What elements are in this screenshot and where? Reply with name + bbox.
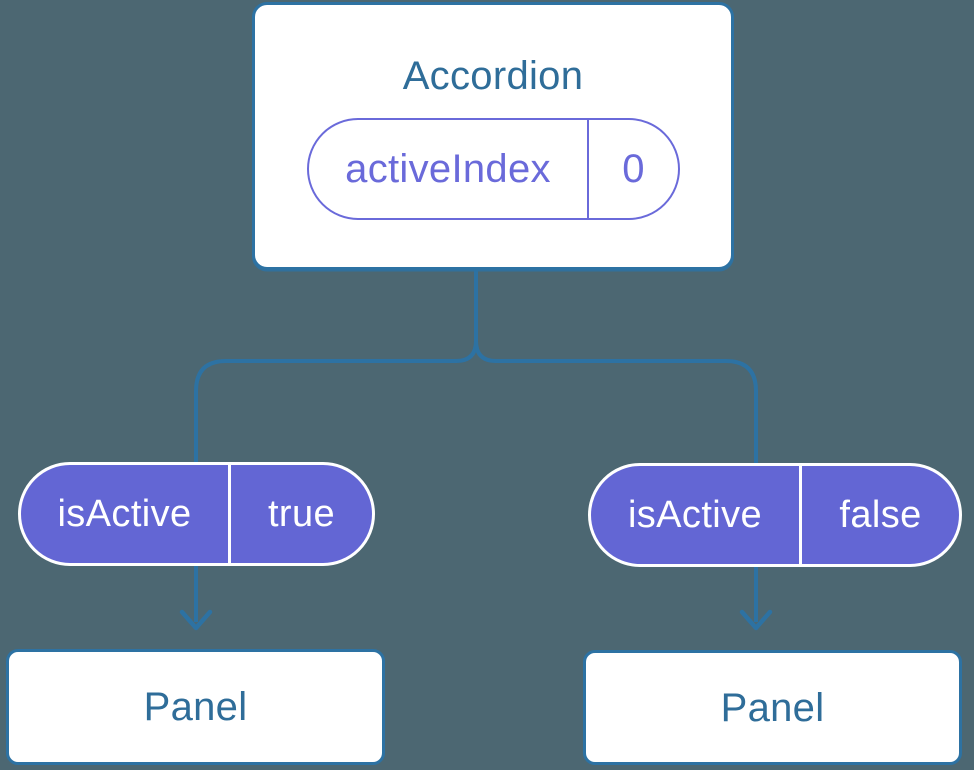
panel-node-title: Panel bbox=[720, 685, 825, 730]
state-pill-value: 0 bbox=[622, 146, 645, 191]
branch-line-right bbox=[474, 262, 758, 622]
panel-node-left: Panel bbox=[6, 649, 385, 765]
prop-pill-value: true bbox=[267, 492, 336, 535]
panel-node-right: Panel bbox=[583, 650, 962, 765]
prop-pill-name: isActive bbox=[21, 465, 231, 563]
prop-pill-value: false bbox=[839, 493, 922, 536]
state-pill-name: activeIndex bbox=[309, 120, 589, 218]
prop-pill-name: isActive bbox=[591, 466, 802, 564]
state-pill-activeindex: activeIndex 0 bbox=[307, 118, 680, 220]
branch-line-left bbox=[194, 262, 478, 622]
arrow-down-icon-right bbox=[739, 609, 773, 631]
panel-node-title: Panel bbox=[143, 685, 248, 729]
prop-pill-isactive-true: isActive true bbox=[18, 462, 375, 566]
arrow-down-icon-left bbox=[179, 609, 213, 631]
prop-pill-isactive-false: isActive false bbox=[588, 463, 962, 567]
accordion-node-title: Accordion bbox=[402, 54, 584, 98]
